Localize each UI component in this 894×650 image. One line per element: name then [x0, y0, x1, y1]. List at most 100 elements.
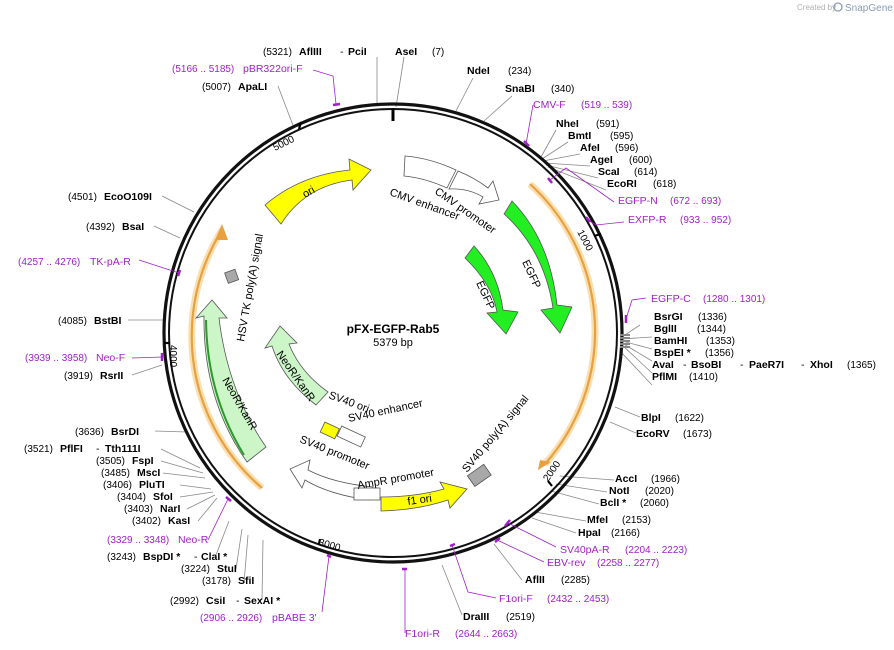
- label-apali[interactable]: ApaLI: [238, 81, 267, 93]
- label-ndei[interactable]: NdeI: [467, 65, 490, 77]
- label-bstbi[interactable]: BstBI: [94, 315, 122, 327]
- label-pbabe3-pos: (2906 .. 2926): [200, 613, 262, 624]
- label-neof[interactable]: Neo-F: [96, 352, 125, 364]
- feature-egfp-outer[interactable]: [503, 200, 573, 334]
- label-pcii[interactable]: PciI: [348, 46, 367, 58]
- feature-sv40-enhancer-box[interactable]: [336, 425, 366, 448]
- label-pflmi[interactable]: PflMI: [652, 371, 677, 383]
- label-agei[interactable]: AgeI: [590, 154, 613, 166]
- label-bsai-pos: (4392): [86, 222, 115, 233]
- feature-f1-ori-label: f1 ori: [407, 493, 433, 508]
- label-draiii[interactable]: DraIII: [463, 611, 489, 623]
- label-f1orif[interactable]: F1ori-F: [499, 593, 533, 605]
- label-avai-pos: (1365): [847, 360, 876, 371]
- label-pflfi[interactable]: PflFI: [60, 443, 83, 455]
- label-bspdi-pos: (3243): [107, 552, 136, 563]
- label-bmti[interactable]: BmtI: [568, 130, 591, 142]
- label-msci[interactable]: MscI: [137, 467, 160, 479]
- label-aflii[interactable]: AflII: [525, 574, 545, 586]
- label-sv40par[interactable]: SV40pA-R: [560, 544, 610, 556]
- feature-f1-ori[interactable]: [380, 481, 468, 512]
- label-pbr322[interactable]: pBR322ori-F: [243, 63, 303, 75]
- label-f1orir[interactable]: F1ori-R: [405, 628, 440, 640]
- label-bsrgi[interactable]: BsrGI: [654, 311, 683, 323]
- label-blpi-pos: (1622): [675, 413, 704, 424]
- label-ecoo109i[interactable]: EcoO109I: [104, 191, 152, 203]
- label-egfpc[interactable]: EGFP-C: [651, 293, 691, 305]
- label-pbabe3[interactable]: pBABE 3': [272, 612, 317, 624]
- label-bamhi[interactable]: BamHI: [654, 335, 687, 347]
- label-sexai[interactable]: SexAI *: [244, 595, 281, 607]
- feature-neo-outer[interactable]: [194, 299, 267, 463]
- label-paer7i[interactable]: PaeR7I: [749, 359, 784, 371]
- plasmid-name: pFX-EGFP-Rab5: [347, 322, 440, 336]
- label-tkpar-pos: (4257 .. 4276): [18, 257, 80, 268]
- label-neof-pos: (3939 .. 3958): [25, 353, 87, 364]
- label-bglii[interactable]: BglII: [654, 323, 677, 335]
- label-sfoi[interactable]: SfoI: [153, 491, 173, 503]
- label-bspei[interactable]: BspEI *: [654, 347, 692, 359]
- orf-band-egfp: [527, 181, 599, 470]
- label-mfei[interactable]: MfeI: [587, 514, 608, 526]
- label-noti[interactable]: NotI: [609, 485, 629, 497]
- label-ebvrev[interactable]: EBV-rev: [547, 557, 586, 569]
- label-bspdi[interactable]: BspDI *: [143, 551, 181, 563]
- label-bsrdi-pos: (3636): [75, 427, 104, 438]
- label-bsrgi-pos: (1336): [698, 312, 727, 323]
- label-bsrdi[interactable]: BsrDI: [111, 426, 139, 438]
- label-afliii-sep: -: [340, 46, 344, 58]
- label-xhoi[interactable]: XhoI: [810, 359, 833, 371]
- label-bcli[interactable]: BclI *: [600, 497, 627, 509]
- feature-ori[interactable]: [264, 158, 372, 225]
- feature-hsv-box[interactable]: [224, 268, 240, 284]
- label-rsrii[interactable]: RsrII: [100, 370, 123, 382]
- feature-neo-inner[interactable]: [264, 325, 329, 406]
- label-egfpn[interactable]: EGFP-N: [618, 195, 658, 207]
- label-clai[interactable]: ClaI *: [201, 551, 228, 563]
- label-stui[interactable]: StuI: [217, 563, 237, 575]
- label-bmti-pos: (595): [610, 131, 633, 142]
- label-tkpar[interactable]: TK-pA-R: [90, 256, 131, 268]
- label-kasi[interactable]: KasI: [168, 515, 190, 527]
- label-bsai[interactable]: BsaI: [122, 221, 144, 233]
- label-tth111i[interactable]: Tth111I: [105, 443, 141, 455]
- feature-sv40-promoter[interactable]: [289, 459, 374, 501]
- feature-cmv-promoter[interactable]: [448, 170, 500, 205]
- label-exfpr[interactable]: EXFP-R: [628, 214, 667, 226]
- label-msci-pos: (3485): [101, 468, 130, 479]
- feature-ampr-promoter-box[interactable]: [353, 487, 381, 501]
- label-nhei[interactable]: NheI: [556, 118, 579, 130]
- feature-sv40-ori[interactable]: [319, 421, 340, 440]
- label-draiii-pos: (2519): [506, 612, 535, 623]
- label-scai[interactable]: ScaI: [598, 166, 620, 178]
- label-acci[interactable]: AccI: [615, 473, 637, 485]
- label-pluti[interactable]: PluTI: [139, 479, 165, 491]
- feature-egfp-inner[interactable]: [464, 245, 519, 335]
- label-snabi[interactable]: SnaBI: [505, 83, 535, 95]
- plasmid-size: 5379 bp: [373, 337, 413, 349]
- label-blpi[interactable]: BlpI: [641, 412, 661, 424]
- label-fspi[interactable]: FspI: [132, 455, 154, 467]
- label-asei[interactable]: AseI: [395, 46, 417, 58]
- scale-ticks: [164, 121, 602, 545]
- label-afei[interactable]: AfeI: [580, 142, 600, 154]
- label-pflfi-sep: -: [96, 443, 100, 455]
- label-ecori[interactable]: EcoRI: [607, 178, 637, 190]
- feature-cmv-enhancer[interactable]: [403, 155, 457, 189]
- feature-sv40-polya-box[interactable]: [466, 463, 492, 488]
- label-hpai[interactable]: HpaI: [578, 527, 601, 539]
- label-afliii[interactable]: AflIII: [299, 46, 322, 58]
- label-csii[interactable]: CsiI: [206, 595, 225, 607]
- label-f1orir-pos: (2644 .. 2663): [455, 629, 517, 640]
- label-pflmi-pos: (1410): [689, 372, 718, 383]
- label-sfii[interactable]: SfiI: [238, 575, 254, 587]
- label-bstbi-pos: (4085): [58, 316, 87, 327]
- label-cmvf[interactable]: CMV-F: [533, 99, 566, 111]
- label-neor[interactable]: Neo-R: [178, 534, 209, 546]
- label-ecorv[interactable]: EcoRV: [636, 428, 670, 440]
- label-cmvf-pos: (519 .. 539): [581, 100, 632, 111]
- label-exfpr-pos: (933 .. 952): [680, 215, 731, 226]
- label-bsobi[interactable]: BsoBI: [691, 359, 721, 371]
- label-avai[interactable]: AvaI: [652, 359, 674, 371]
- label-nari[interactable]: NarI: [160, 503, 181, 515]
